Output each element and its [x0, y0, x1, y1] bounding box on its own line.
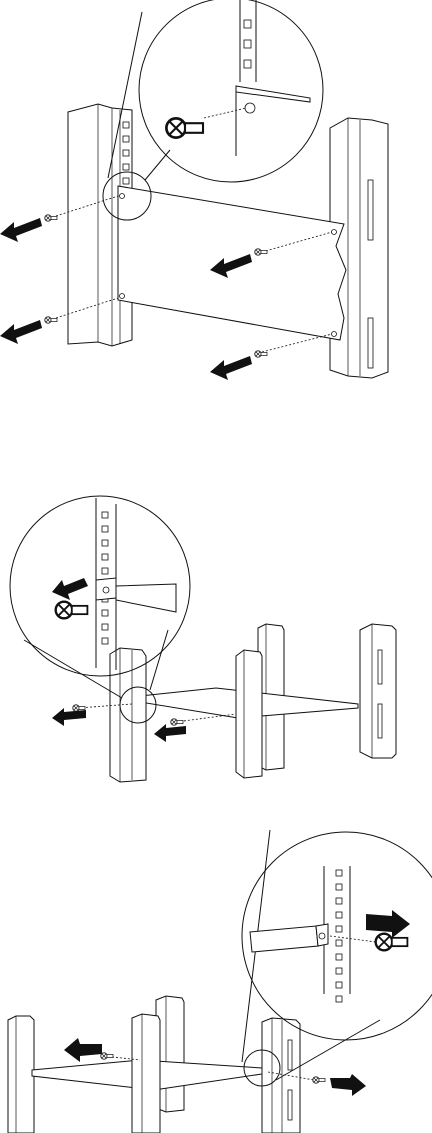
- magnifier-circle-icon: [103, 0, 323, 220]
- screw-icon: [73, 705, 85, 711]
- screw-icon: [45, 317, 57, 323]
- screw-icon: [166, 118, 203, 137]
- panel-2: [10, 496, 396, 782]
- screw-icon: [45, 215, 57, 221]
- arrow-left-icon: [52, 578, 88, 600]
- panel-1: [0, 0, 388, 380]
- magnifier-circle-icon: [10, 496, 190, 723]
- arrow-right-icon: [330, 1074, 366, 1096]
- panel-3: [8, 830, 432, 1133]
- screw-icon: [313, 1077, 325, 1083]
- screw-icon: [376, 934, 408, 951]
- screw-icon: [56, 602, 88, 619]
- arrow-left-icon: [0, 320, 42, 344]
- arrow-left-icon: [154, 724, 186, 742]
- arrow-left-icon: [64, 1038, 102, 1062]
- screw-icon: [171, 719, 183, 725]
- arrow-left-icon: [52, 708, 86, 726]
- screw-icon: [255, 351, 267, 357]
- arrow-left-icon: [0, 218, 42, 242]
- screw-icon: [101, 1053, 113, 1059]
- arrow-left-icon: [210, 356, 252, 380]
